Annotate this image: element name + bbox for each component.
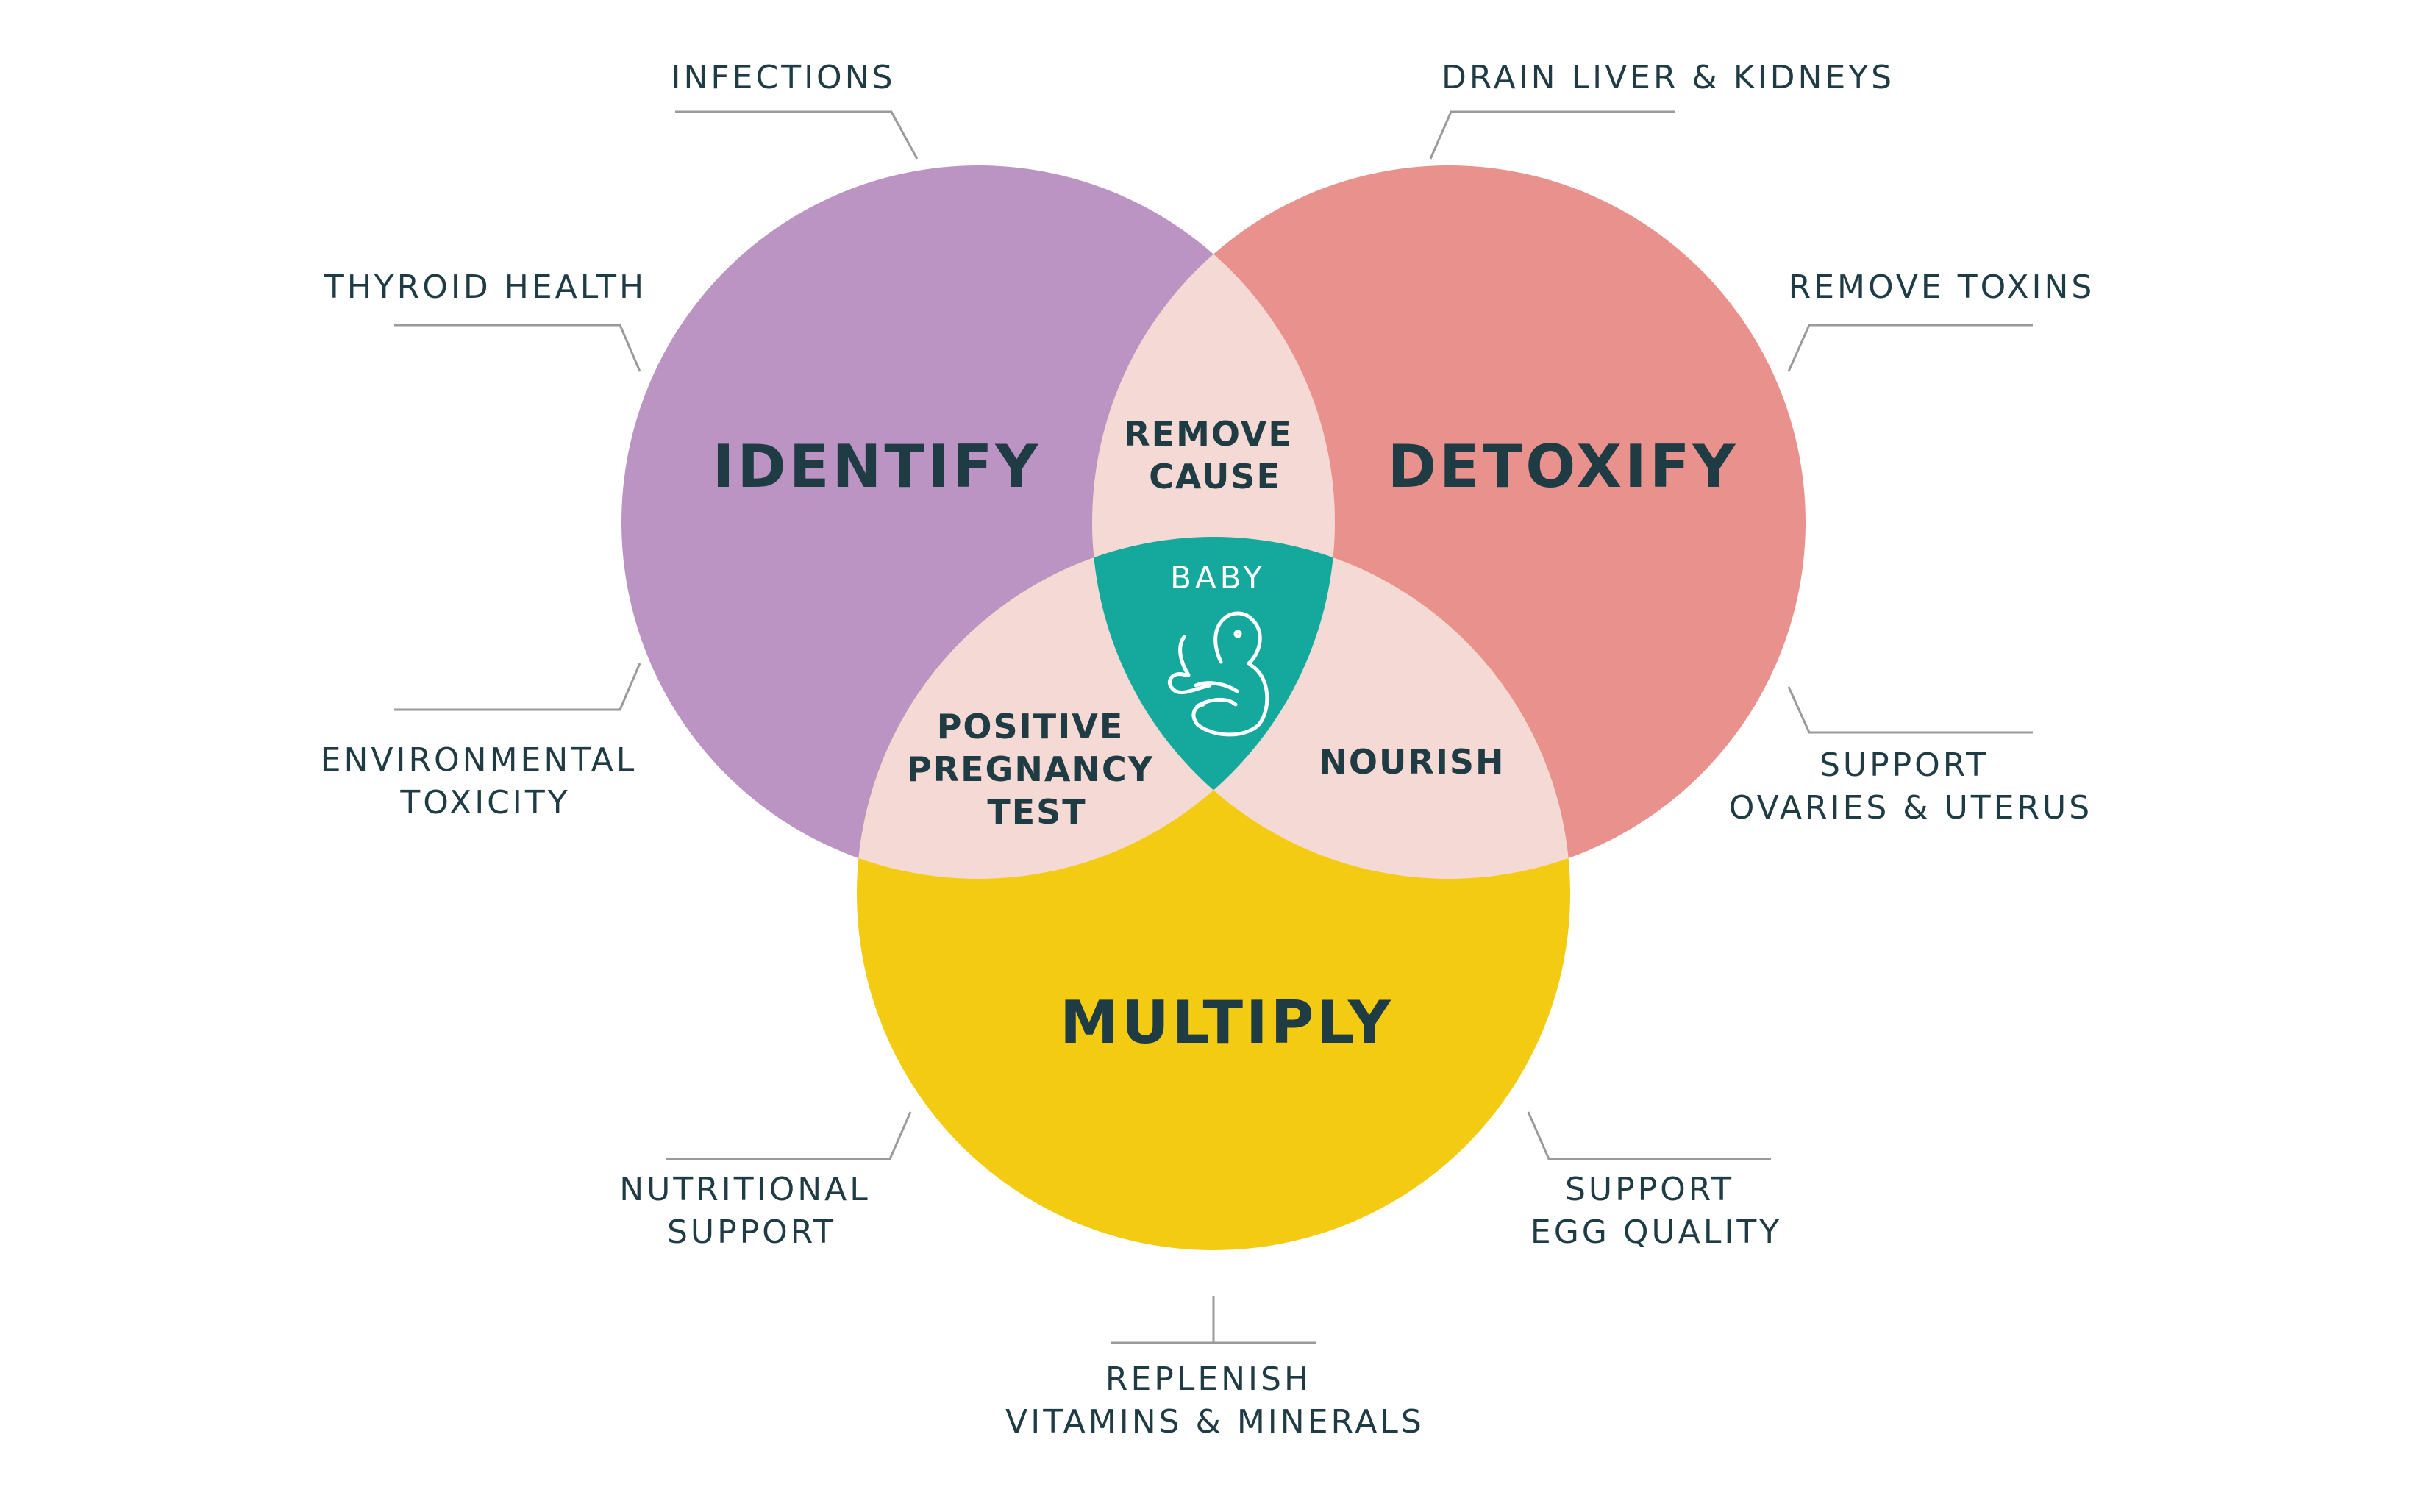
support-egg-quality-line-2: EGG QUALITY <box>1530 1213 1782 1251</box>
support-egg-quality-line-1: SUPPORT <box>1565 1171 1734 1208</box>
identify-label: IDENTIFY <box>713 432 1041 501</box>
remove-cause-line-2: CAUSE <box>1149 457 1281 496</box>
positive-pregnancy-test-label: POSITIVE PREGNANCY TEST <box>907 707 1167 832</box>
leader-lines <box>394 110 2033 1344</box>
nourish-label: NOURISH <box>1319 742 1505 782</box>
leader-support-egg-quality <box>1527 1111 1771 1160</box>
nutritional-support-line-1: NUTRITIONAL <box>619 1171 871 1208</box>
leader-drain-liver <box>1429 110 1675 160</box>
positive-pregnancy-line-1: POSITIVE <box>937 707 1125 746</box>
leader-infections <box>675 110 919 160</box>
support-egg-quality-label: SUPPORT EGG QUALITY <box>1530 1171 1782 1251</box>
infections-label: INFECTIONS <box>671 59 895 96</box>
detoxify-label: DETOXIFY <box>1388 432 1739 501</box>
leader-thyroid-health <box>394 324 641 372</box>
replenish-vitamins-label: REPLENISH VITAMINS & MINERALS <box>1005 1361 1425 1441</box>
remove-cause-label: REMOVE CAUSE <box>1124 414 1306 496</box>
environmental-toxicity-line-2: TOXICITY <box>399 784 570 821</box>
support-ovaries-uterus-label: SUPPORT OVARIES & UTERUS <box>1729 746 2092 827</box>
support-ovaries-line-2: OVARIES & UTERUS <box>1729 789 2092 827</box>
nutritional-support-label: NUTRITIONAL SUPPORT <box>619 1171 884 1251</box>
nutritional-support-line-2: SUPPORT <box>667 1213 836 1251</box>
replenish-vitamins-line-2: VITAMINS & MINERALS <box>1005 1403 1425 1441</box>
support-ovaries-line-1: SUPPORT <box>1820 746 1989 784</box>
leader-environmental-toxicity <box>394 663 641 711</box>
leader-support-ovaries <box>1787 686 2033 734</box>
overlap-detoxify-multiply <box>1092 537 1570 879</box>
remove-toxins-label: REMOVE TOXINS <box>1789 268 2095 306</box>
drain-liver-kidneys-label: DRAIN LIVER & KIDNEYS <box>1441 59 1895 96</box>
positive-pregnancy-line-2: PREGNANCY <box>907 749 1154 789</box>
environmental-toxicity-label: ENVIRONMENTAL TOXICITY <box>321 741 651 821</box>
replenish-vitamins-line-1: REPLENISH <box>1105 1361 1311 1398</box>
leader-remove-toxins <box>1787 324 2033 372</box>
leader-nutritional-support <box>666 1111 912 1160</box>
baby-icon-eye <box>1233 630 1242 638</box>
environmental-toxicity-line-1: ENVIRONMENTAL <box>321 741 638 779</box>
overlap-identify-multiply <box>857 537 1335 879</box>
remove-cause-line-1: REMOVE <box>1124 414 1293 454</box>
thyroid-health-label: THYROID HEALTH <box>324 268 646 306</box>
positive-pregnancy-line-3: TEST <box>987 792 1086 832</box>
multiply-label: MULTIPLY <box>1060 988 1394 1057</box>
baby-icon <box>1167 611 1269 737</box>
baby-label: BABY <box>1170 560 1266 596</box>
